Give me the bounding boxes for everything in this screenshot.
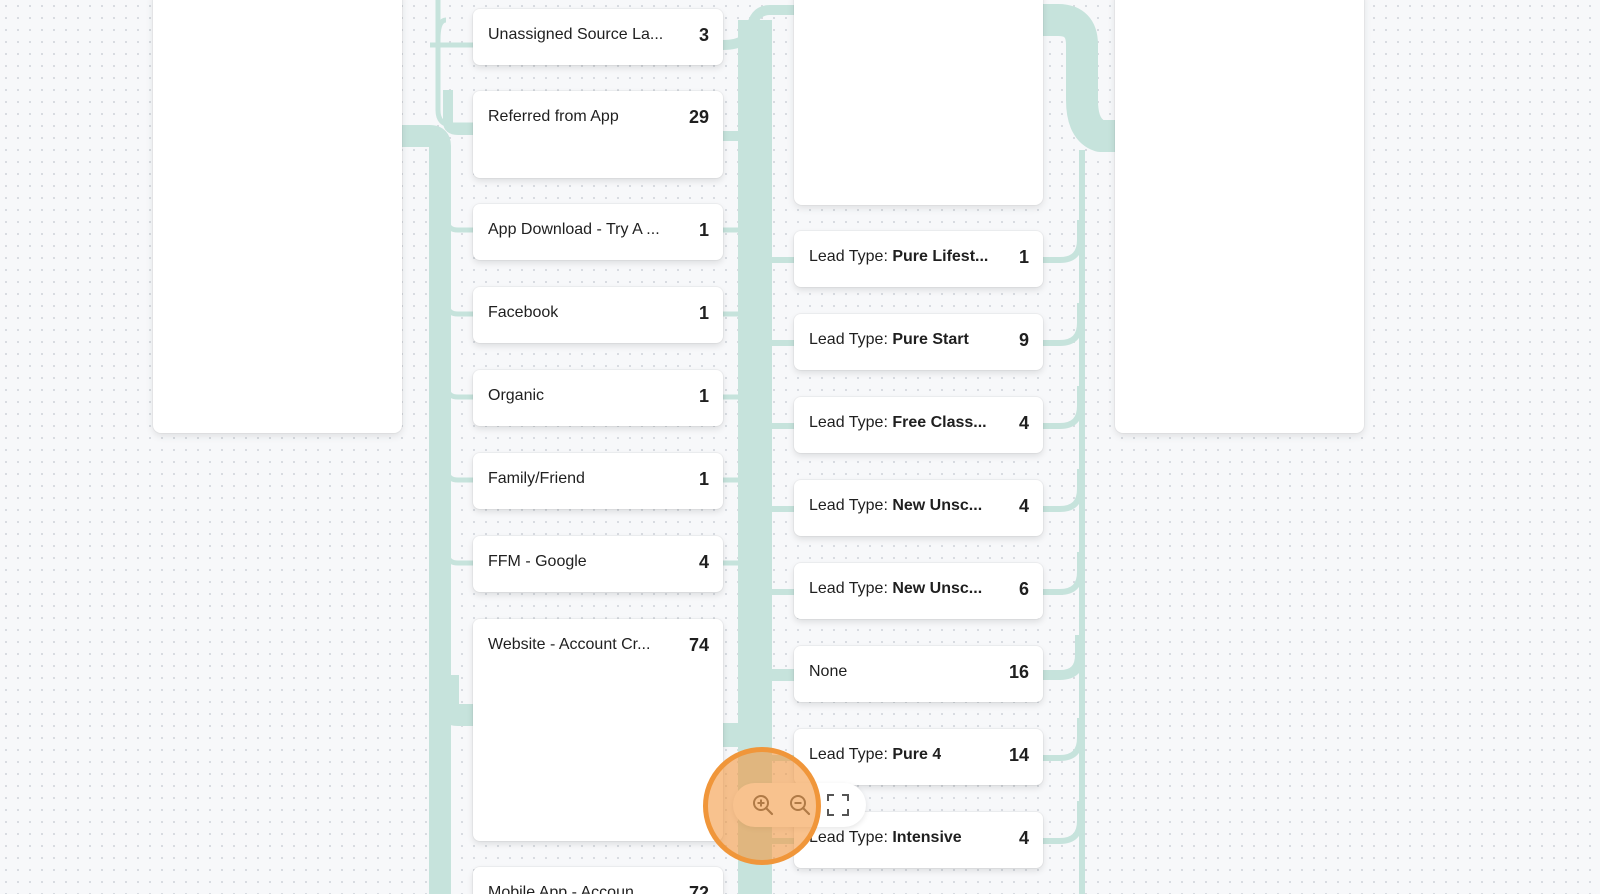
- node-count: 1: [1018, 247, 1029, 267]
- lead-type-value: New Unsc...: [892, 497, 983, 514]
- flow-branch: [1043, 718, 1083, 761]
- node-count: 1: [698, 469, 709, 489]
- node-label: Lead Type: Pure Start: [809, 330, 969, 350]
- lead-type-node-pure-lifestyle[interactable]: Lead Type: Pure Lifest... 1: [794, 231, 1043, 287]
- node-count: 72: [688, 883, 709, 894]
- flow-branch: [1043, 801, 1083, 844]
- lead-type-value: Pure Start: [892, 331, 969, 348]
- source-node-unassigned[interactable]: Unassigned Source La... 3: [473, 9, 723, 65]
- node-label: Lead Type: New Unsc...: [809, 496, 982, 516]
- flow-branch: [1043, 220, 1083, 263]
- node-count: 74: [688, 635, 709, 655]
- lead-type-node-pure-4[interactable]: Lead Type: Pure 4 14: [794, 729, 1043, 785]
- node-count: 9: [1018, 330, 1029, 350]
- column-card-middle-top: [794, 0, 1043, 205]
- lead-type-prefix: Lead Type:: [809, 331, 893, 348]
- node-label: None: [809, 662, 847, 682]
- lead-type-prefix: Lead Type:: [809, 414, 893, 431]
- lead-type-value: None: [809, 663, 848, 680]
- source-node-facebook[interactable]: Facebook 1: [473, 287, 723, 343]
- zoom-in-icon[interactable]: [750, 792, 776, 818]
- lead-type-prefix: Lead Type:: [809, 829, 893, 846]
- source-node-app-download[interactable]: App Download - Try A ... 1: [473, 204, 723, 260]
- node-count: 4: [698, 552, 709, 572]
- node-label: Organic: [488, 387, 545, 404]
- flow-branch: [445, 440, 473, 483]
- flow-trunk-left: [400, 125, 451, 894]
- lead-type-prefix: Lead Type:: [809, 497, 893, 514]
- source-node-website-account[interactable]: Website - Account Cr... 74: [473, 619, 723, 841]
- node-count: 14: [1008, 745, 1029, 765]
- flow-branch: [445, 274, 473, 317]
- column-card-right: [1115, 0, 1364, 433]
- flow-branch: [1043, 303, 1083, 346]
- flow-branch: [437, 675, 473, 726]
- flow-branch: [445, 190, 473, 233]
- node-count: 4: [1018, 828, 1029, 848]
- node-label: Website - Account Cr...: [488, 636, 651, 653]
- flow-branch: [445, 523, 473, 566]
- fullscreen-icon[interactable]: [825, 792, 851, 818]
- node-count: 29: [688, 107, 709, 127]
- node-label: App Download - Try A ...: [488, 221, 660, 238]
- source-node-ffm-google[interactable]: FFM - Google 4: [473, 536, 723, 592]
- node-label: Lead Type: Pure 4: [809, 745, 941, 765]
- node-label: Lead Type: Intensive: [809, 828, 962, 848]
- lead-type-node-pure-start[interactable]: Lead Type: Pure Start 9: [794, 314, 1043, 370]
- lead-type-node-none[interactable]: None 16: [794, 646, 1043, 702]
- node-count: 16: [1008, 662, 1029, 682]
- flow-branch: [443, 90, 473, 135]
- lead-type-prefix: Lead Type:: [809, 580, 893, 597]
- lead-type-prefix: Lead Type:: [809, 248, 893, 265]
- node-count: 1: [698, 220, 709, 240]
- node-label: Unassigned Source La...: [488, 26, 664, 43]
- lead-type-value: Free Class...: [892, 414, 987, 431]
- node-label: Lead Type: Pure Lifest...: [809, 247, 988, 267]
- zoom-out-icon[interactable]: [787, 792, 813, 818]
- node-count: 4: [1018, 413, 1029, 433]
- node-label: Family/Friend: [488, 470, 585, 487]
- zoom-controls: [733, 783, 866, 827]
- column-card-left: [153, 0, 402, 433]
- node-label: Referred from App: [488, 108, 619, 125]
- flow-branch: [1043, 552, 1083, 595]
- source-node-mobile-app-account[interactable]: Mobile App - Accoun... 72: [473, 867, 723, 894]
- lead-type-value: New Unsc...: [892, 580, 983, 597]
- node-count: 4: [1018, 496, 1029, 516]
- flow-branch: [1043, 635, 1085, 680]
- flow-branch: [435, 17, 447, 60]
- source-node-organic[interactable]: Organic 1: [473, 370, 723, 426]
- lead-type-value: Pure 4: [892, 746, 942, 763]
- node-label: Lead Type: Free Class...: [809, 413, 987, 433]
- lead-type-value: Pure Lifest...: [892, 248, 989, 265]
- flow-branch: [1043, 469, 1083, 512]
- flow-trunk-right: [1042, 4, 1116, 152]
- flow-branch: [1043, 386, 1083, 429]
- node-label: Lead Type: New Unsc...: [809, 579, 982, 599]
- node-count: 1: [698, 386, 709, 406]
- lead-type-node-free-class[interactable]: Lead Type: Free Class... 4: [794, 397, 1043, 453]
- source-node-family-friend[interactable]: Family/Friend 1: [473, 453, 723, 509]
- node-label: Mobile App - Accoun...: [488, 884, 648, 894]
- flow-branch: [445, 357, 473, 400]
- source-node-referred-from-app[interactable]: Referred from App 29: [473, 91, 723, 178]
- node-count: 3: [698, 25, 709, 45]
- lead-type-node-new-unsc-a[interactable]: Lead Type: New Unsc... 4: [794, 480, 1043, 536]
- lead-type-prefix: Lead Type:: [809, 746, 893, 763]
- node-count: 6: [1018, 579, 1029, 599]
- lead-type-value: Intensive: [892, 829, 962, 846]
- node-label: Facebook: [488, 304, 559, 321]
- node-count: 1: [698, 303, 709, 323]
- node-label: FFM - Google: [488, 553, 587, 570]
- lead-type-node-new-unsc-b[interactable]: Lead Type: New Unsc... 6: [794, 563, 1043, 619]
